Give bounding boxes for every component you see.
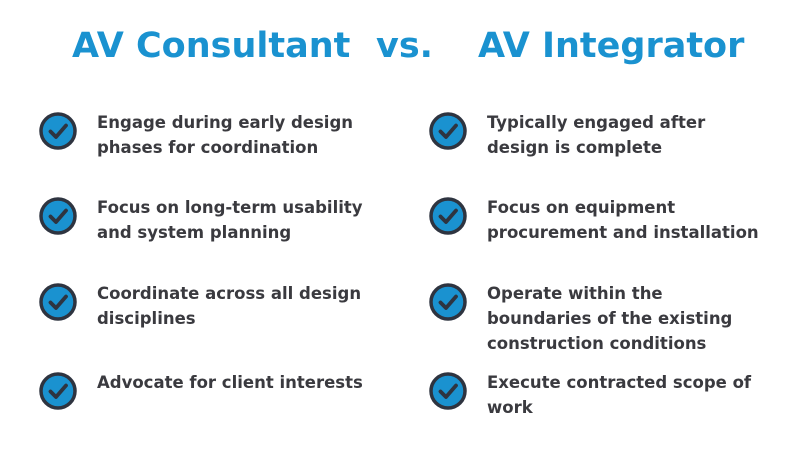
consultant-item-text: Engage during early design phases for co… — [97, 113, 354, 157]
integrator-item-text: Operate within the boundaries of the exi… — [487, 284, 733, 353]
consultant-item-text: Advocate for client interests — [97, 373, 363, 392]
check-circle-icon — [39, 283, 77, 321]
vs-label: vs. — [376, 26, 433, 66]
integrator-item-text: Focus on equipment procurement and insta… — [487, 198, 759, 242]
check-circle-icon — [429, 197, 467, 235]
integrator-item-text: Typically engaged after design is comple… — [487, 113, 706, 157]
check-circle-icon — [429, 283, 467, 321]
check-circle-icon — [39, 372, 77, 410]
consultant-item-text: Coordinate across all design disciplines — [97, 284, 362, 328]
integrator-title: AV Integrator — [478, 26, 745, 66]
check-circle-icon — [429, 372, 467, 410]
check-circle-icon — [429, 112, 467, 150]
check-circle-icon — [39, 197, 77, 235]
consultant-title: AV Consultant — [72, 26, 351, 66]
consultant-item-text: Focus on long-term usability and system … — [97, 198, 363, 242]
integrator-item-text: Execute contracted scope of work — [487, 373, 752, 417]
check-circle-icon — [39, 112, 77, 150]
